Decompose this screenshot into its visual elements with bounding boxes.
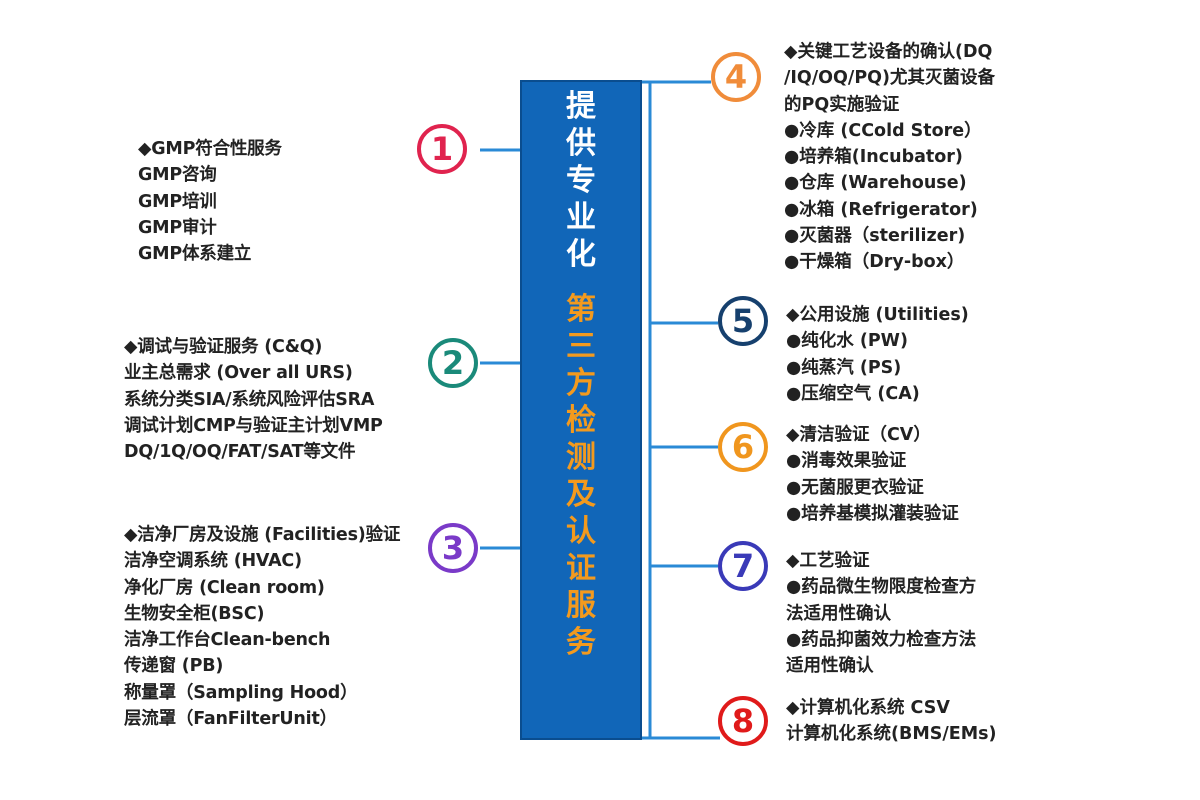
section-line: ◆调试与验证服务 (C&Q) <box>124 337 323 357</box>
title-bottom-char: 第 <box>566 292 596 327</box>
section-line: /IQ/OQ/PQ)尤其灭菌设备 <box>784 68 996 89</box>
number-circle-7: 7 <box>718 541 768 591</box>
section-line: ◆清洁验证（CV） <box>786 425 931 445</box>
section-line: 系统分类SIA/系统风险评估SRA <box>124 389 375 410</box>
section-line: 传递窗 (PB) <box>124 656 224 677</box>
section-line: ●消毒效果验证 <box>786 451 907 472</box>
title-top-char: 提 <box>566 89 596 124</box>
number-circle-3: 3 <box>428 523 478 573</box>
section-line: ◆GMP符合性服务 <box>138 139 282 159</box>
number-circle-1: 1 <box>417 124 467 174</box>
section-line: 洁净工作台Clean-bench <box>124 630 331 651</box>
title-bottom-char: 证 <box>566 551 596 586</box>
number-circle-6: 6 <box>718 422 768 472</box>
section-2-text: ◆调试与验证服务 (C&Q) 业主总需求 (Over all URS) 系统分类… <box>124 334 383 465</box>
section-7-text: ◆工艺验证 ●药品微生物限度检查方 法适用性确认 ●药品抑菌效力检查方法 适用性… <box>786 548 976 679</box>
section-line: ●药品微生物限度检查方 <box>786 577 977 598</box>
center-title-box: 提 供 专 业 化 第 三 方 检 测 及 认 证 服 务 <box>520 80 642 740</box>
section-line: 调试计划CMP与验证主计划VMP <box>124 415 383 436</box>
section-line: ◆关键工艺设备的确认(DQ <box>784 42 993 62</box>
title-bottom-char: 及 <box>566 477 596 512</box>
section-5-text: ◆公用设施 (Utilities) ●纯化水 (PW) ●纯蒸汽 (PS) ●压… <box>786 302 969 407</box>
section-line: ●灭菌器（sterilizer) <box>784 226 966 247</box>
section-line: GMP咨询 <box>138 165 217 186</box>
number-circle-2: 2 <box>428 338 478 388</box>
section-line: ●压缩空气 (CA) <box>786 383 920 404</box>
section-line: 法适用性确认 <box>786 603 891 624</box>
section-line: ◆公用设施 (Utilities) <box>786 305 969 325</box>
section-1-text: ◆GMP符合性服务 GMP咨询 GMP培训 GMP审计 GMP体系建立 <box>138 136 282 267</box>
section-line: GMP审计 <box>138 217 217 238</box>
section-4-text: ◆关键工艺设备的确认(DQ /IQ/OQ/PQ)尤其灭菌设备 的PQ实施验证 ●… <box>784 39 995 276</box>
title-top-char: 业 <box>566 200 596 235</box>
title-bottom-char: 服 <box>566 588 596 623</box>
section-line: GMP体系建立 <box>138 244 252 265</box>
section-line: ●无菌服更衣验证 <box>786 477 924 498</box>
section-3-text: ◆洁净厂房及设施 (Facilities)验证 洁净空调系统 (HVAC) 净化… <box>124 522 400 732</box>
title-bottom-char: 务 <box>566 625 596 660</box>
section-line: ●培养箱(Incubator) <box>784 147 963 168</box>
section-line: 层流罩（FanFilterUnit） <box>124 709 337 730</box>
section-line: ●纯化水 (PW) <box>786 331 908 352</box>
title-bottom: 第 三 方 检 测 及 认 证 服 务 <box>566 291 596 661</box>
section-line: ●冷库 (CCold Store） <box>784 120 982 141</box>
section-line: 的PQ实施验证 <box>784 94 900 115</box>
section-line: ●仓库 (Warehouse) <box>784 173 967 194</box>
section-line: 生物安全柜(BSC) <box>124 603 265 624</box>
section-line: 适用性确认 <box>786 656 874 677</box>
title-top-char: 化 <box>566 237 596 272</box>
section-line: 计算机化系统(BMS/EMs) <box>786 724 997 745</box>
title-top-char: 专 <box>566 163 596 198</box>
section-line: DQ/1Q/OQ/FAT/SAT等文件 <box>124 442 356 463</box>
section-line: ●培养基模拟灌装验证 <box>786 503 959 524</box>
title-top: 提 供 专 业 化 <box>566 88 596 273</box>
section-line: ◆计算机化系统 CSV <box>786 698 950 718</box>
section-line: GMP培训 <box>138 191 217 212</box>
number-circle-8: 8 <box>718 696 768 746</box>
number-circle-4: 4 <box>711 52 761 102</box>
section-line: ◆工艺验证 <box>786 551 870 571</box>
title-bottom-char: 检 <box>566 403 596 438</box>
section-line: 称量罩（Sampling Hood） <box>124 682 358 703</box>
number-circle-5: 5 <box>718 296 768 346</box>
title-bottom-char: 测 <box>566 440 596 475</box>
section-line: ●纯蒸汽 (PS) <box>786 357 902 378</box>
title-bottom-char: 三 <box>566 329 596 364</box>
section-line: ●药品抑菌效力检查方法 <box>786 629 977 650</box>
section-line: 业主总需求 (Over all URS) <box>124 363 353 384</box>
title-bottom-char: 方 <box>566 366 596 401</box>
section-line: 净化厂房 (Clean room) <box>124 577 325 598</box>
section-8-text: ◆计算机化系统 CSV 计算机化系统(BMS/EMs) <box>786 695 997 748</box>
title-bottom-char: 认 <box>566 514 596 549</box>
section-line: ●冰箱 (Refrigerator) <box>784 199 978 220</box>
section-line: ●干燥箱（Dry-box） <box>784 252 965 273</box>
section-line: 洁净空调系统 (HVAC) <box>124 551 302 572</box>
title-top-char: 供 <box>566 126 596 161</box>
section-6-text: ◆清洁验证（CV） ●消毒效果验证 ●无菌服更衣验证 ●培养基模拟灌装验证 <box>786 422 959 527</box>
section-line: ◆洁净厂房及设施 (Facilities)验证 <box>124 525 401 545</box>
